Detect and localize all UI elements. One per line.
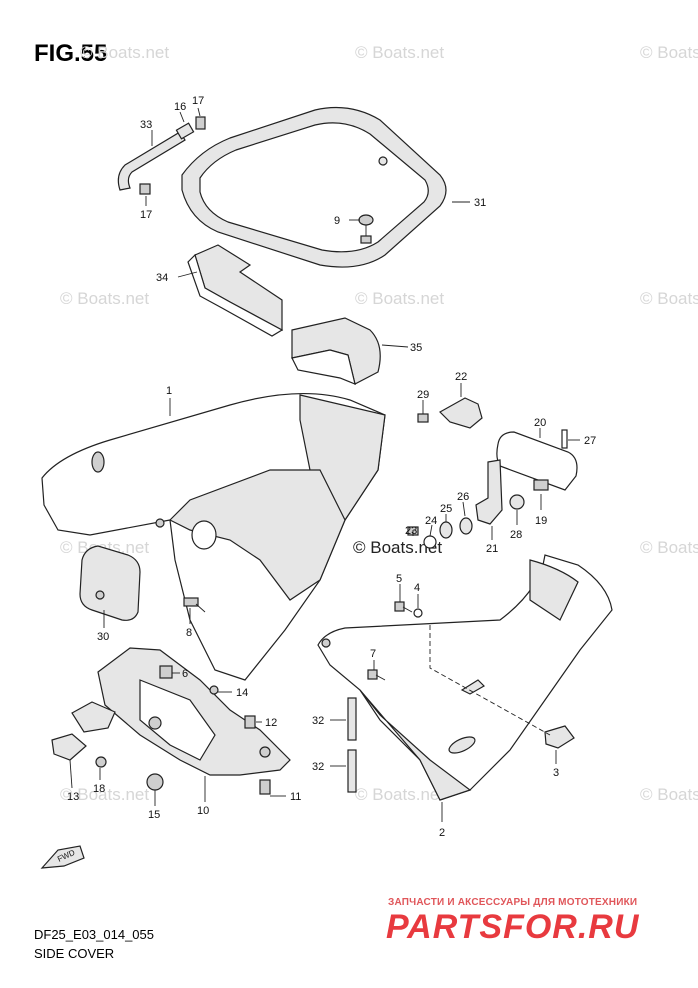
part-number-31: 31 [474, 197, 486, 209]
part-number-28: 28 [510, 529, 522, 541]
watermark-text: © Boats.net [640, 289, 698, 308]
part-number-4: 4 [414, 582, 420, 594]
brand-logo: PARTSFOR.RU [386, 908, 639, 947]
watermarks: © Boats.net © Boats.net © Boats.net © Bo… [60, 43, 698, 804]
part-number-17: 17 [192, 95, 204, 107]
part-number-6: 6 [182, 668, 188, 680]
watermark-text: © Boats.net [640, 785, 698, 804]
watermark-text: © Boats.net [80, 43, 169, 62]
part-2-side-cover [317, 554, 613, 801]
part-30-mount [79, 545, 141, 621]
part-8-bolt [183, 597, 206, 613]
part-number-12: 12 [265, 717, 277, 729]
part-number-22: 22 [455, 371, 467, 383]
part-number-7: 7 [370, 648, 376, 660]
part-number-26: 26 [457, 491, 469, 503]
part-3-grommet [429, 625, 575, 749]
part-number-10: 10 [197, 805, 209, 817]
fwd-arrow-icon: FWD [40, 845, 85, 869]
part-number-19: 19 [535, 515, 547, 527]
part-fasteners-right [367, 601, 423, 681]
part-number-11: 11 [290, 791, 301, 803]
watermark-text: © Boats.net [60, 289, 149, 308]
brand-tagline: ЗАПЧАСТИ И АКСЕССУАРЫ ДЛЯ МОТОТЕХНИКИ [388, 897, 638, 908]
watermark-text: © Boats.net [355, 785, 444, 804]
part-number-29: 29 [417, 389, 429, 401]
part-number-18: 18 [93, 783, 105, 795]
watermark-text: © Boats.net [355, 43, 444, 62]
part-number-24: 24 [425, 515, 437, 527]
part-number-labels: 1 2 3 4 5 6 7 8 9 10 11 12 13 14 15 16 1… [67, 95, 596, 839]
figure-caption: SIDE COVER [34, 946, 115, 961]
part-number-15: 15 [148, 809, 160, 821]
watermark-text: © Boats.net [640, 538, 698, 557]
part-10-bracket [71, 647, 291, 776]
part-number-14: 14 [236, 687, 248, 699]
watermark-text: © Boats.net [353, 538, 442, 557]
leader-lines [69, 107, 580, 822]
watermark-text: © Boats.net [355, 289, 444, 308]
part-number-3: 3 [553, 767, 559, 779]
part-number-25: 25 [440, 503, 452, 515]
part-number-13: 13 [67, 791, 79, 803]
part-35-seal-block [291, 317, 381, 385]
part-number-5: 5 [396, 573, 402, 585]
part-number-1: 1 [166, 385, 172, 397]
part-number-21: 21 [486, 543, 498, 555]
watermark-text: © Boats.net [60, 785, 149, 804]
part-number-17: 17 [140, 209, 152, 221]
model-code: DF25_E03_014_055 [34, 927, 154, 942]
part-number-23: 23 [405, 525, 417, 537]
part-31-seal-frame [181, 106, 447, 268]
part-number-30: 30 [97, 631, 109, 643]
part-number-16: 16 [174, 101, 186, 113]
part-number-9: 9 [334, 215, 340, 227]
part-34-seal-block [187, 244, 284, 337]
part-number-8: 8 [186, 627, 192, 639]
part-number-32: 32 [312, 715, 324, 727]
part-number-2: 2 [439, 827, 445, 839]
brand-logo-text: PARTSFOR.RU [386, 908, 640, 946]
part-number-20: 20 [534, 417, 546, 429]
figure-title: FIG.55 [34, 40, 108, 67]
part-number-34: 34 [156, 272, 168, 284]
part-number-35: 35 [410, 342, 422, 354]
part-number-33: 33 [140, 119, 152, 131]
watermark-text: © Boats.net [640, 43, 698, 62]
part-1-side-cover [41, 392, 386, 681]
part-33-hose [117, 116, 206, 195]
part-32-strips [347, 697, 357, 793]
part-number-27: 27 [584, 435, 596, 447]
part-number-32: 32 [312, 761, 324, 773]
